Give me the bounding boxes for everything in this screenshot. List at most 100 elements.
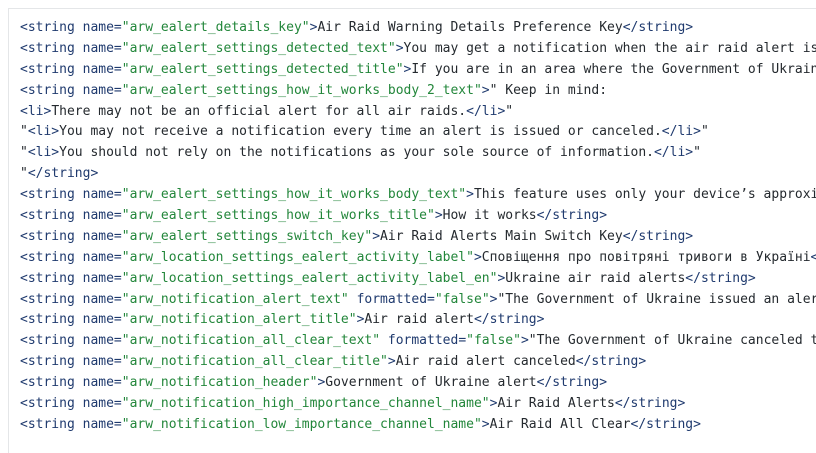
code-token-txt: Сповіщення про повітряні тривоги в Украї… [481,249,811,265]
code-token-tag: </string> [536,375,608,391]
code-line: <string name="arw_ealert_settings_switch… [20,227,816,248]
code-token-tag: > [309,20,318,35]
code-token-tag: <li> [27,124,60,140]
code-token-val: "arw_ealert_settings_switch_key" [121,228,373,244]
code-token-val: "arw_notification_low_importance_channel… [121,416,482,432]
code-line: "<li>You should not rely on the notifica… [20,143,816,164]
code-token-tag: </string> [630,416,701,432]
code-token-tag: <li> [27,145,60,161]
code-token-txt: Air Raid Warning Details Preference Key [317,20,623,35]
code-token-tag: > [395,40,404,56]
code-token-val: "arw_notification_alert_text" [121,291,349,307]
code-token-tag: </string> [473,312,545,328]
code-line: <string name="arw_ealert_settings_how_it… [20,185,816,206]
code-token-tag: <string [20,312,83,328]
code-token-attr: name= [82,291,122,307]
code-token-attr: name= [82,396,122,412]
code-token-val: "arw_ealert_details_key" [121,20,310,35]
code-line: <string name="arw_location_settings_eale… [20,269,816,290]
code-line: <string name="arw_notification_low_impor… [20,415,816,436]
code-token-txt: "The Government of Ukraine issued an ale… [497,291,816,307]
code-token-attr: name= [82,312,122,328]
code-token-tag: </li> [661,124,701,140]
code-token-tag: <string [20,228,83,244]
code-token-val: "arw_ealert_settings_detected_title" [121,61,404,77]
code-token-txt: If you are in an area where the Governme… [411,61,816,77]
code-token-tag: > [387,354,396,370]
code-token-tag: <string [20,270,83,286]
code-token-attr: name= [82,375,122,391]
code-line: <string name="arw_ealert_settings_how_it… [20,81,816,102]
code-token-val: "arw_ealert_settings_how_it_works_title" [121,208,435,224]
code-token-attr: name= [82,40,122,56]
code-line: <string name="arw_notification_high_impo… [20,394,816,415]
code-token-val: "arw_ealert_settings_how_it_works_body_2… [121,82,482,98]
code-token-tag: </li> [653,145,694,161]
code-token-tag: </string> [622,20,694,35]
code-line: <string name="arw_notification_all_clear… [20,331,816,352]
code-line: <string name="arw_notification_header">G… [20,373,816,394]
code-token-tag: > [481,82,490,98]
code-token-tag: <string [20,40,83,56]
code-token-tag: > [434,208,443,224]
code-token-txt: Air Raid Alerts Main Switch Key [380,228,623,244]
code-token-attr: formatted= [387,333,467,349]
code-token-txt: Air raid alert [364,312,474,328]
code-token-txt: Air Raid Alerts [497,396,615,412]
code-token-tag: <string [20,187,83,203]
code-token-attr: name= [82,333,122,349]
code-line: <string name="arw_ealert_settings_detect… [20,60,816,81]
code-token-tag: <string [20,82,83,98]
code-token-txt [349,292,357,307]
code-token-txt: Air Raid All Clear [489,416,631,432]
code-token-val: "false" [466,333,521,349]
code-token-val: "arw_notification_header" [121,375,318,391]
code-token-val: "arw_notification_high_importance_channe… [121,396,490,412]
code-token-tag: > [356,312,365,328]
code-token-txt: "The Government of Ukraine canceled th [528,333,816,349]
code-token-tag: > [489,291,498,307]
code-token-tag: > [317,375,326,391]
code-line: <string name="arw_notification_all_clear… [20,352,816,373]
code-token-val: "arw_ealert_settings_how_it_works_body_t… [121,187,467,203]
code-token-attr: name= [82,354,122,370]
code-token-tag: </string> [622,228,694,244]
code-token-tag: > [481,416,490,432]
code-token-txt: " [20,145,28,161]
code-token-txt: " [700,124,709,140]
code-token-txt: Ukraine air raid alerts [505,270,686,286]
code-token-tag: > [473,249,482,265]
code-token-val: "arw_notification_all_clear_text" [121,333,381,349]
code-token-tag: <string [20,208,83,224]
code-token-txt: " [20,124,28,140]
code-token-attr: formatted= [356,291,435,307]
code-line: "</string> [20,164,816,185]
code-token-val: "false" [434,291,490,307]
code-token-attr: name= [82,249,122,265]
code-token-attr: name= [82,187,122,203]
code-token-val: "arw_location_settings_ealert_activity_l… [121,249,474,265]
code-token-val: "arw_location_settings_ealert_activity_l… [121,270,498,286]
code-token-txt: " [505,103,514,119]
code-token-tag: </ [811,250,816,265]
code-token-tag: <string [20,354,83,370]
code-panel: <string name="arw_ealert_details_key">Ai… [8,8,816,453]
code-token-tag: > [403,61,412,77]
code-token-tag: </string> [27,166,99,182]
code-token-tag: <string [20,396,83,412]
code-token-txt: You should not rely on the notifications… [59,145,654,161]
code-block[interactable]: <string name="arw_ealert_details_key">Ai… [20,18,816,436]
code-token-tag: <string [20,249,83,265]
code-token-tag: </li> [466,103,506,119]
code-line: <string name="arw_notification_alert_tex… [20,290,816,311]
code-token-txt: " [20,166,28,182]
code-token-val: "arw_notification_alert_title" [121,312,357,328]
code-line: <string name="arw_location_settings_eale… [20,248,816,269]
code-token-attr: name= [82,82,122,98]
code-token-txt: " [693,145,701,161]
code-token-tag: </string> [614,396,686,412]
code-token-tag: > [466,187,474,203]
code-token-attr: name= [82,416,122,432]
code-token-txt: Air raid alert canceled [395,354,576,370]
code-line: <string name="arw_ealert_settings_how_it… [20,206,816,227]
